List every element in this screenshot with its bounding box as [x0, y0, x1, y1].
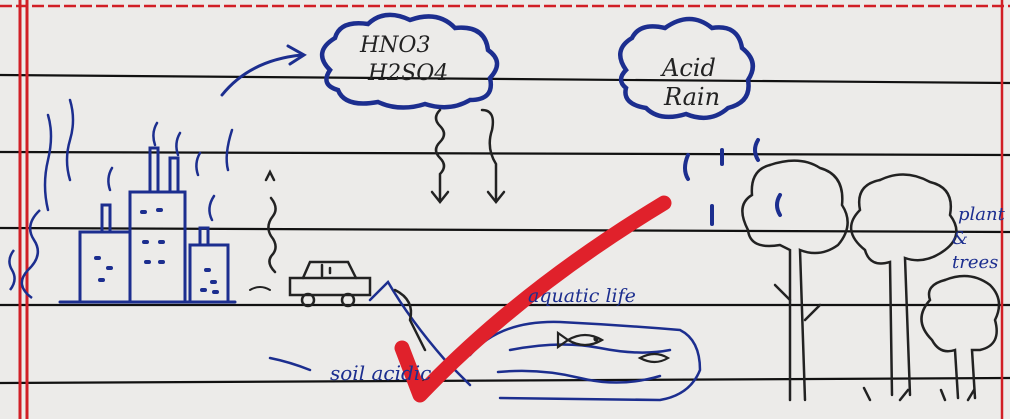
cloud-right-label-2: Rain	[663, 83, 720, 111]
soil-label: soil acidic	[330, 361, 431, 385]
fish-icon	[558, 333, 668, 362]
plants-label-1: plant	[958, 204, 1006, 225]
left-wavy-lines	[9, 210, 40, 298]
plants-label-3: trees	[952, 252, 998, 273]
ruled-lines	[0, 75, 1010, 383]
cloud-left-label-2: H2SO4	[367, 61, 448, 86]
factory	[60, 148, 235, 302]
car	[250, 172, 370, 306]
aquatic-life-label: aquatic life	[528, 285, 636, 307]
smoke	[45, 100, 232, 220]
smoke-to-cloud-arrow	[222, 46, 304, 95]
raindrops	[685, 140, 780, 224]
cloud-left-label-1: HNO3	[359, 33, 430, 58]
plants-label-2: &	[952, 228, 968, 249]
cloud-right-label-1: Acid	[660, 54, 716, 82]
rain-arrows	[432, 110, 504, 202]
